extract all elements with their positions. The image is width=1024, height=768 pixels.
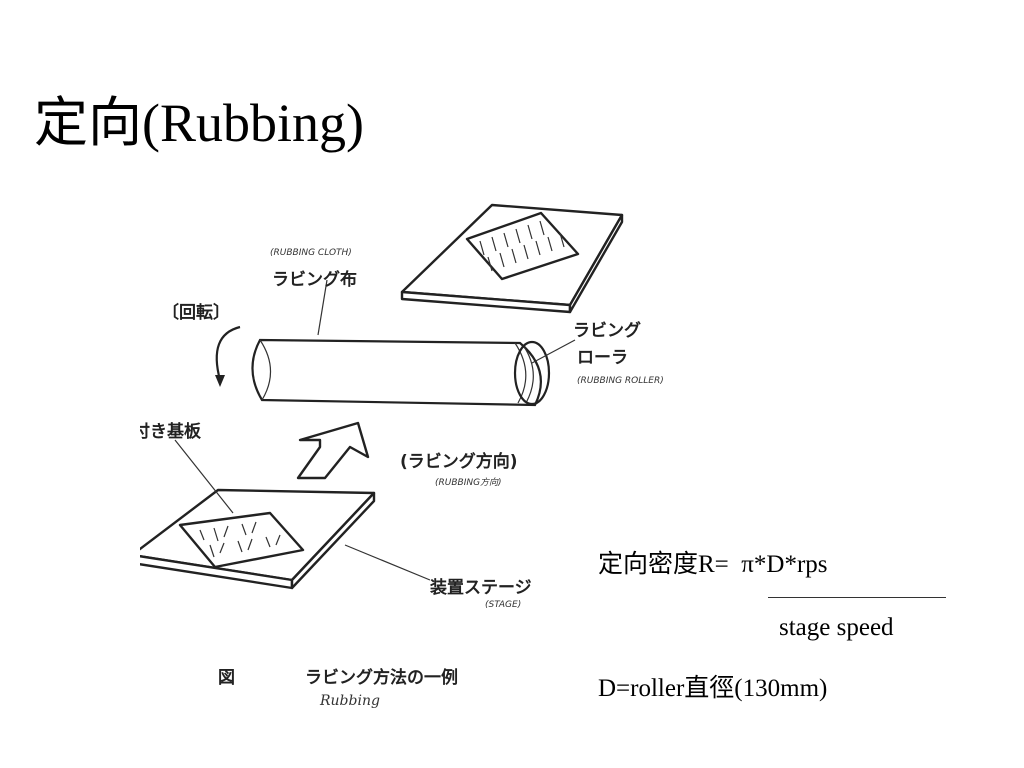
page-title: 定向(Rubbing) (34, 93, 364, 153)
rubbing-direction-arrow (296, 421, 370, 480)
direction-label-en: (RUBBING方向) (435, 477, 502, 488)
cloth-label-en: (RUBBING CLOTH) (270, 248, 352, 258)
figure-caption-en: Rubbing (319, 693, 380, 709)
direction-label-jp: (ラビング方向) (400, 451, 518, 472)
cloth-label-jp: ラビング布 (272, 269, 357, 290)
rotation-label: 〔回転〕 (162, 302, 230, 323)
fraction-bar (768, 597, 946, 598)
rubbing-diagram: (RUBBING CLOTH) ラビング布 〔回転〕 ラビング ローラ (RUB… (140, 203, 664, 709)
roller-label-en: (RUBBING ROLLER) (577, 376, 664, 386)
formula-roller-diameter: D=roller直徑(130mm) (598, 675, 828, 702)
formula-denominator: stage speed (779, 614, 894, 641)
formula-numerator-line: 定向密度R= π*D*rps (598, 552, 828, 577)
formula-prefix: 定向密度R= (598, 551, 729, 578)
rotation-arrow (215, 325, 241, 381)
substrate-label: 配向膜付き基板 (140, 421, 202, 442)
stage-label-jp: 装置ステージ (429, 577, 532, 598)
rubbing-roller (251, 338, 576, 407)
bottom-substrate (178, 511, 305, 569)
roller-label-jp-2: ローラ (577, 348, 628, 368)
figure-label: 図 (218, 668, 235, 688)
stage-label-en: (STAGE) (485, 600, 521, 610)
figure-caption-jp: ラビング方法の一例 (305, 667, 458, 688)
roller-label-jp-1: ラビング (573, 320, 641, 341)
rotation-arrowhead (215, 375, 225, 387)
top-substrate-plate (400, 203, 624, 314)
formula-numerator: π*D*rps (741, 551, 828, 578)
